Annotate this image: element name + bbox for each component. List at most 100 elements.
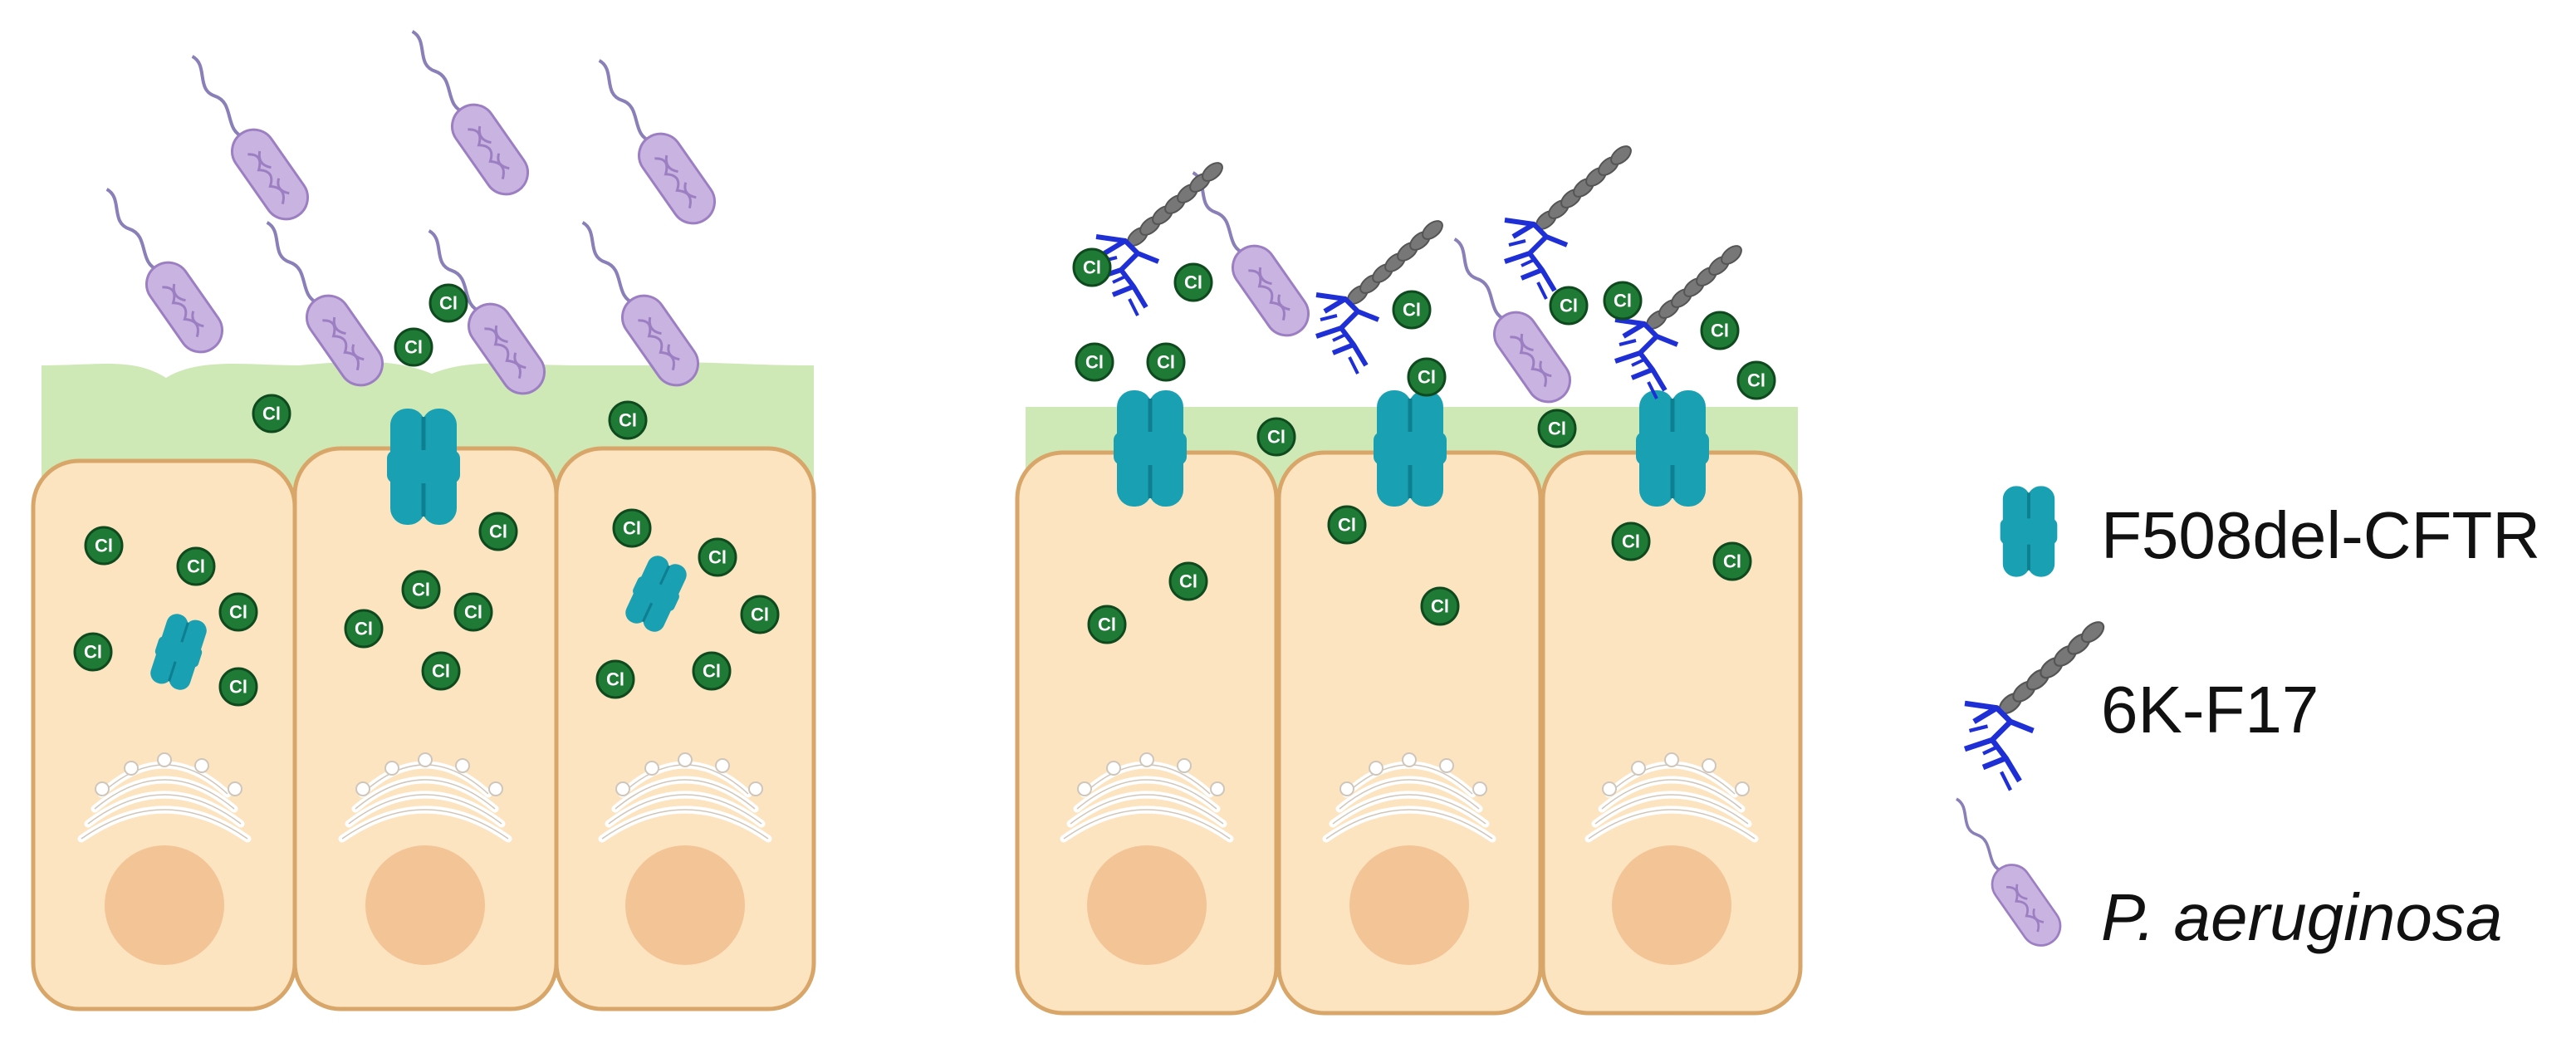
chloride-ion-label: Cl (1418, 367, 1436, 388)
chloride-ion-label: Cl (1548, 419, 1566, 439)
chloride-ion: Cl (429, 283, 468, 323)
peptide (1315, 220, 1443, 375)
chloride-ion: Cl (176, 546, 216, 586)
chloride-ion: Cl (740, 595, 780, 634)
chloride-ion: Cl (1537, 409, 1577, 448)
chloride-ion-label: Cl (1723, 551, 1741, 572)
bacterium (428, 229, 546, 395)
cftr-channel-membrane (387, 409, 460, 525)
bacterium (598, 59, 717, 225)
nucleus (365, 845, 485, 965)
golgi-apparatus (1322, 752, 1496, 843)
chloride-ion-label: Cl (1711, 321, 1729, 341)
chloride-ion-label: Cl (703, 661, 721, 682)
chloride-ion-label: Cl (1747, 370, 1765, 391)
chloride-ion-label: Cl (1179, 571, 1197, 592)
golgi-apparatus (338, 752, 512, 843)
legend-label-bacterium: P. aeruginosa (2101, 880, 2503, 954)
chloride-ion-label: Cl (1431, 596, 1449, 617)
chloride-ion: Cl (218, 592, 258, 632)
chloride-ion: Cl (1392, 290, 1432, 330)
chloride-ion-label: Cl (623, 518, 641, 539)
chloride-ion-label: Cl (1614, 291, 1632, 311)
chloride-ion-label: Cl (84, 642, 102, 663)
peptide (1614, 245, 1742, 399)
nucleus (1612, 845, 1731, 965)
chloride-ion-label: Cl (619, 410, 637, 431)
chloride-ion-label: Cl (95, 536, 113, 556)
cftr-channel-membrane (1636, 390, 1709, 507)
chloride-ion-label: Cl (355, 619, 373, 639)
chloride-ion-label: Cl (412, 580, 430, 600)
legend-label-cftr: F508del-CFTR (2101, 498, 2541, 572)
chloride-ion: Cl (421, 651, 461, 691)
bacterium (105, 188, 224, 354)
chloride-ion: Cl (1075, 342, 1114, 382)
cftr-channel-membrane (1114, 390, 1187, 507)
chloride-ion-label: Cl (439, 293, 458, 314)
chloride-ion-label: Cl (606, 669, 624, 690)
legend-label-peptide: 6K-F17 (2101, 673, 2319, 747)
chloride-ion-label: Cl (1157, 352, 1175, 373)
epithelial-cell (554, 446, 816, 1011)
chloride-ion-label: Cl (262, 404, 281, 424)
cftr-channel-membrane (1374, 390, 1447, 507)
chloride-ion-label: Cl (464, 602, 482, 623)
chloride-ion: Cl (1603, 281, 1643, 321)
chloride-ion: Cl (252, 394, 291, 433)
cftr-channel-icon (2000, 486, 2058, 577)
chloride-ion-label: Cl (229, 677, 247, 698)
chloride-ion-label: Cl (432, 661, 450, 682)
chloride-ion: Cl (1087, 605, 1127, 644)
nucleus (625, 845, 745, 965)
golgi-apparatus (1584, 752, 1759, 843)
chloride-ion: Cl (1712, 541, 1752, 581)
chloride-ion: Cl (608, 400, 648, 440)
chloride-ion: Cl (394, 327, 433, 367)
chloride-ion-label: Cl (751, 605, 769, 625)
chloride-ion: Cl (612, 508, 652, 548)
peptide-icon (1963, 621, 2105, 791)
chloride-ion: Cl (595, 659, 635, 699)
chloride-ion: Cl (453, 592, 493, 632)
chloride-ion-label: Cl (1098, 615, 1116, 635)
nucleus (1087, 845, 1207, 965)
chloride-ion: Cl (1327, 505, 1367, 545)
cftr-channel-misfolded (150, 614, 207, 690)
chloride-ion-label: Cl (708, 547, 727, 568)
cftr-channel-misfolded (625, 556, 687, 632)
bacterium (411, 30, 530, 196)
chloride-ion-label: Cl (1560, 296, 1578, 316)
chloride-ion: Cl (698, 537, 737, 577)
chloride-ion: Cl (1611, 522, 1651, 561)
chloride-ion-label: Cl (1338, 515, 1356, 536)
chloride-ion: Cl (1256, 417, 1296, 457)
chloride-ion: Cl (1549, 286, 1589, 326)
golgi-apparatus (77, 752, 252, 843)
chloride-ion: Cl (218, 667, 258, 707)
chloride-ion: Cl (1407, 357, 1447, 397)
bacterium (191, 55, 310, 221)
chloride-ion: Cl (344, 609, 384, 649)
chloride-ion: Cl (1700, 311, 1740, 350)
chloride-ion: Cl (1173, 262, 1213, 302)
chloride-ion-label: Cl (404, 337, 423, 358)
golgi-apparatus (1060, 752, 1234, 843)
bacterium (266, 221, 384, 387)
chloride-ion: Cl (1072, 247, 1112, 287)
chloride-ion: Cl (84, 526, 124, 566)
bacterium (1453, 238, 1572, 404)
chloride-ion-label: Cl (1184, 272, 1202, 293)
chloride-ion-label: Cl (1083, 257, 1101, 278)
chloride-ion: Cl (1420, 586, 1460, 626)
chloride-ion: Cl (478, 512, 518, 551)
chloride-ion-label: Cl (489, 522, 507, 542)
treated-panel (1015, 407, 1803, 1016)
chloride-ion-label: Cl (1622, 531, 1640, 552)
peptide (1504, 145, 1632, 300)
bacterium-icon (1955, 797, 2062, 947)
bacterium (581, 221, 700, 387)
chloride-ion: Cl (1168, 561, 1208, 601)
chloride-ion-label: Cl (1403, 300, 1421, 321)
